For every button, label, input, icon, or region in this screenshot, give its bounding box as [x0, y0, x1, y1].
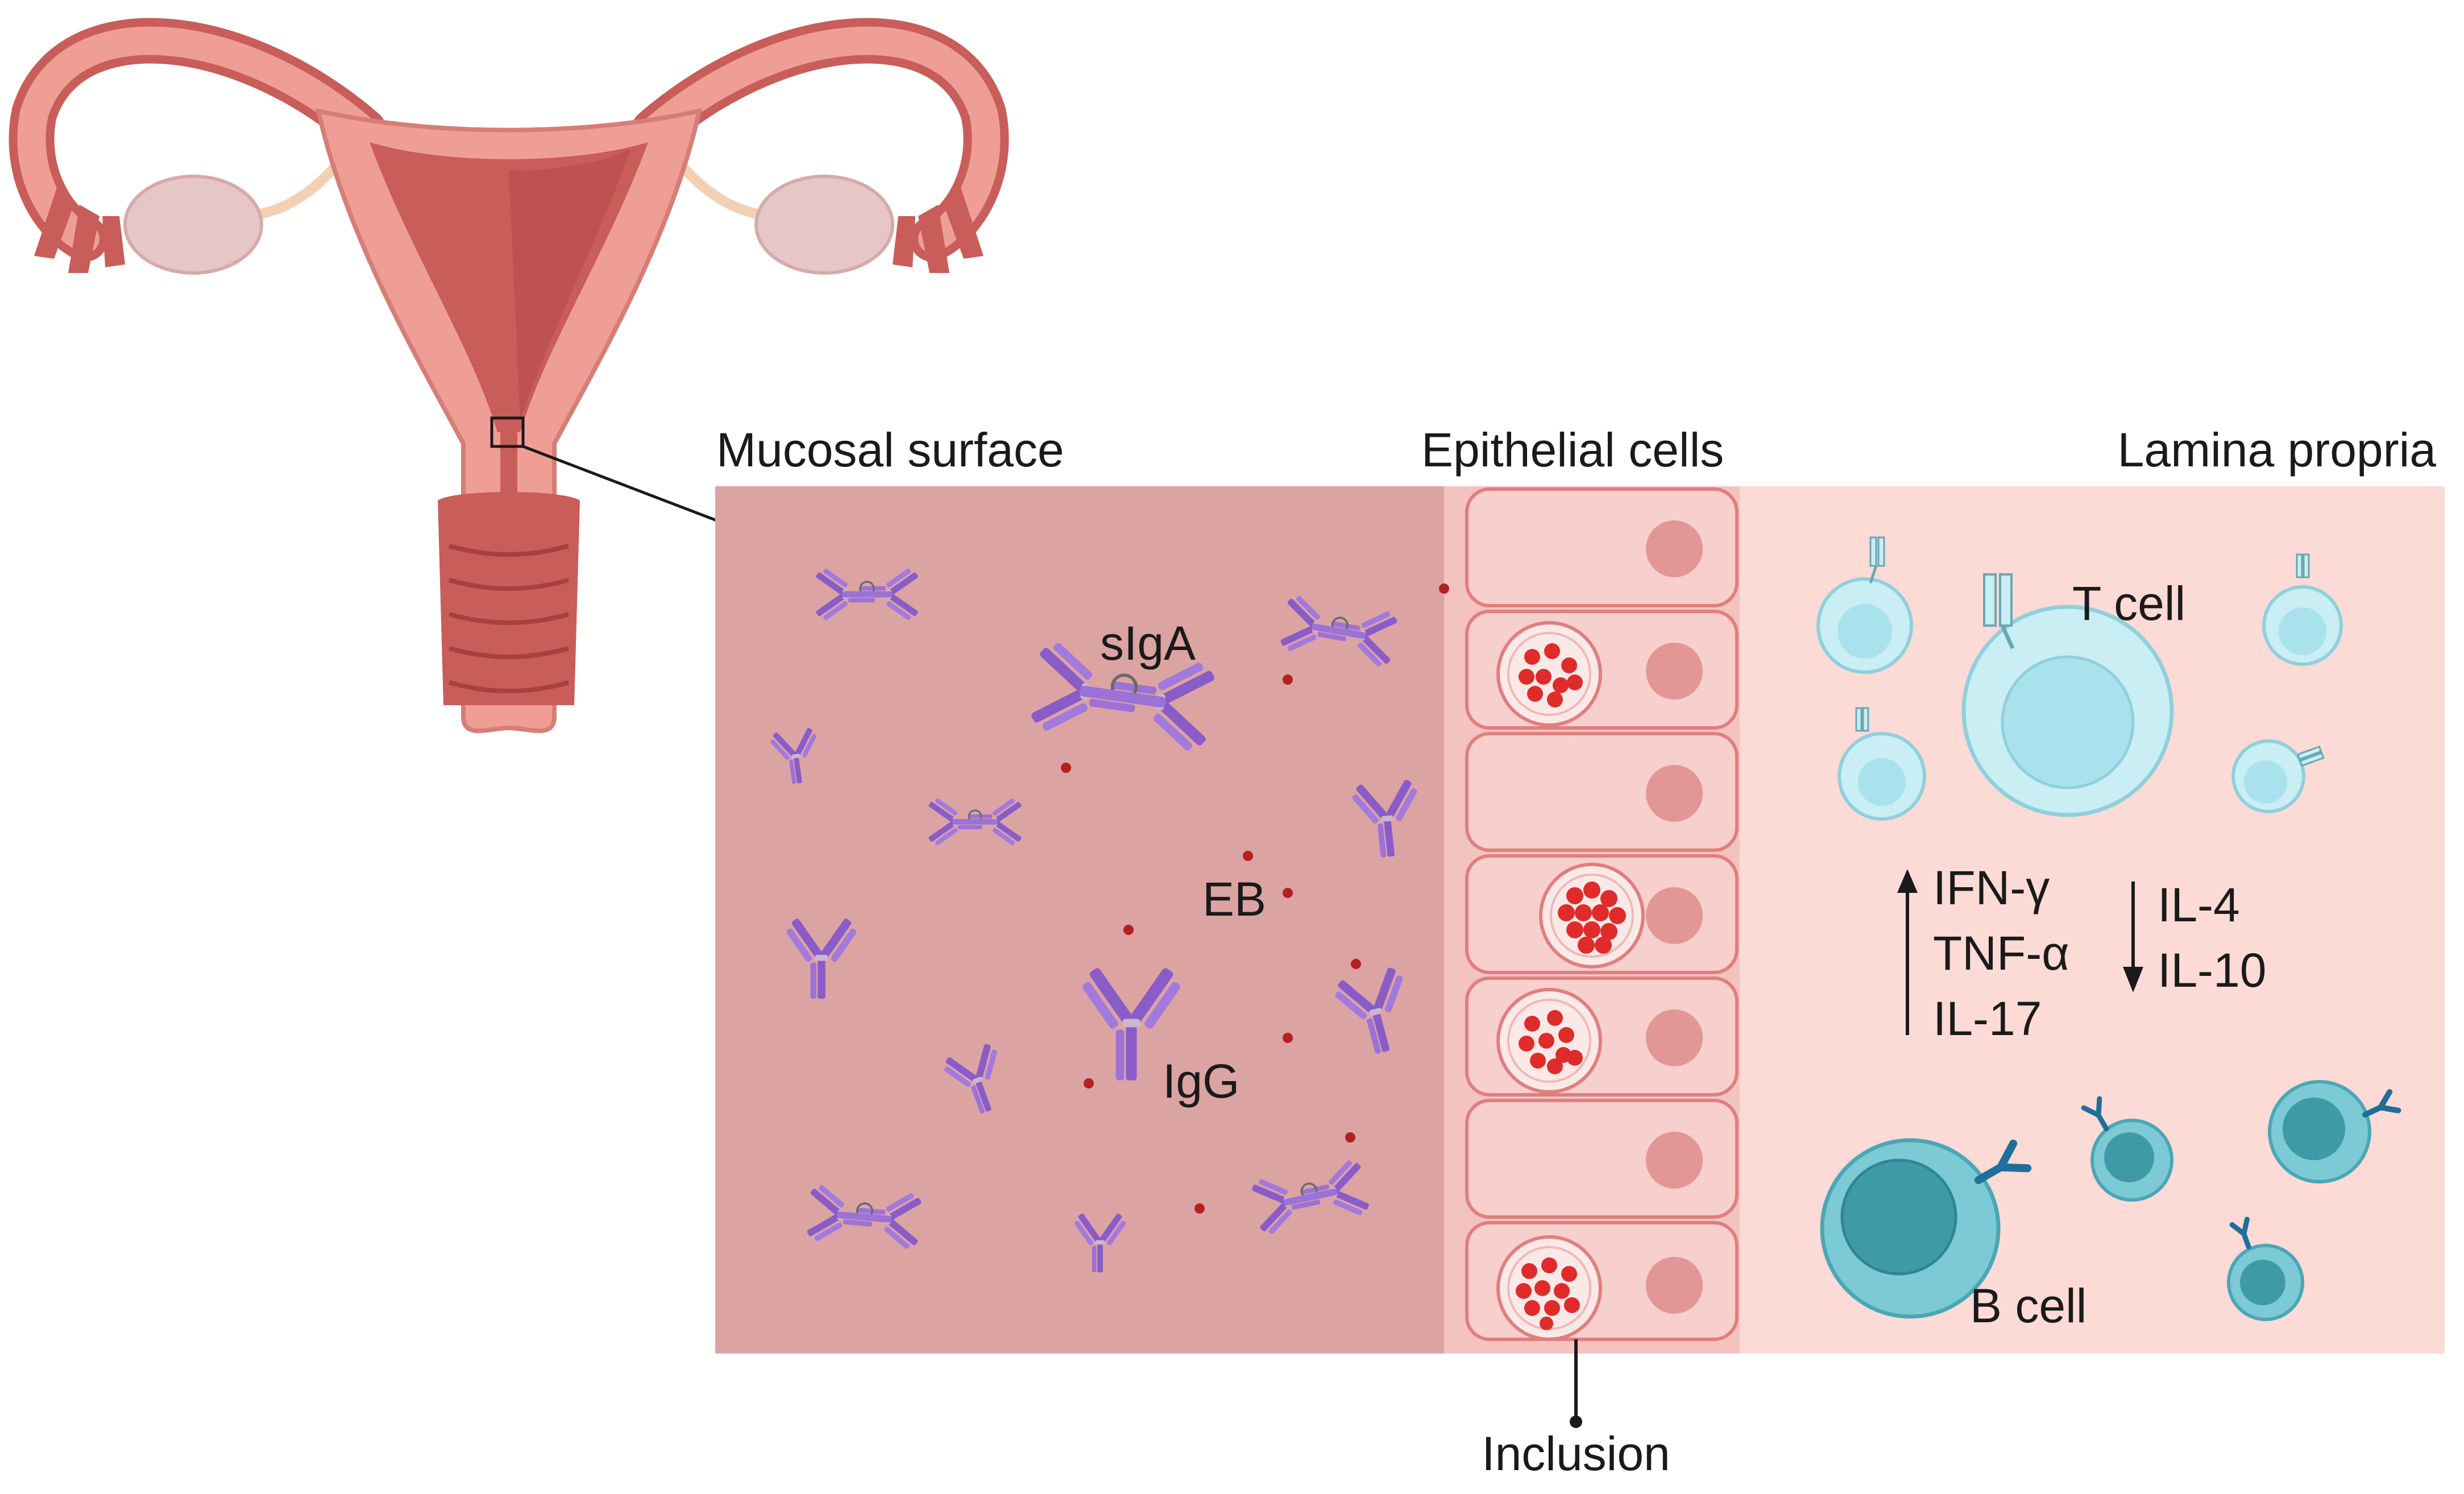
b-cell-large: [1820, 1138, 2032, 1319]
b-cell-label: B cell: [1970, 1279, 2086, 1332]
cell-nucleus: [1646, 1009, 1703, 1066]
b-cell: [2227, 1216, 2304, 1321]
b-cells: [1820, 1080, 2401, 1321]
epithelial-cells-heading: Epithelial cells: [1421, 423, 1724, 477]
cytokine-up-3: IL-17: [1933, 992, 2042, 1045]
epithelial-cell-column: [1465, 487, 1739, 1341]
t-cell: [1837, 707, 1926, 821]
eb-dot: [1283, 888, 1293, 898]
cytokine-down-2: IL-10: [2158, 943, 2266, 997]
cell-nucleus: [1646, 520, 1703, 577]
cell-nucleus: [1646, 643, 1703, 700]
t-cell: [2262, 553, 2343, 666]
eb-dot: [1283, 674, 1293, 685]
cell-nucleus: [1646, 1257, 1703, 1314]
zoom-connector-line: [522, 445, 717, 522]
siga-label: sIgA: [1100, 616, 1196, 670]
t-cell: [2231, 739, 2325, 813]
inclusion-body: [1498, 1237, 1600, 1339]
b-cell: [2268, 1080, 2401, 1183]
eb-dot: [1345, 1132, 1355, 1143]
cytokine-down-arrow: [2123, 881, 2143, 992]
inclusion-body: [1498, 990, 1600, 1092]
eb-label: EB: [1202, 872, 1266, 926]
zoom-box: [490, 416, 525, 448]
lamina-propria-heading: Lamina propria: [2118, 423, 2437, 477]
b-cell: [2081, 1096, 2173, 1202]
mucosal-surface-heading: Mucosal surface: [716, 423, 1064, 477]
t-cell-label: T cell: [2072, 577, 2185, 630]
cytokine-up-2: TNF-α: [1933, 926, 2069, 980]
inclusion-body: [1498, 623, 1600, 725]
cell-nucleus: [1646, 765, 1703, 822]
eb-dot: [1439, 583, 1449, 594]
eb-dot: [1123, 925, 1134, 935]
eb-dot: [1283, 1033, 1293, 1043]
inclusion-body: [1541, 864, 1643, 967]
eb-dot: [1061, 763, 1071, 773]
eb-dot: [1351, 959, 1361, 969]
uterus-illustration: [9, 18, 1009, 733]
inclusion-label: Inclusion: [1482, 1427, 1670, 1480]
inclusion-pointer-dot: [1570, 1416, 1582, 1428]
t-cells: [1816, 536, 2343, 821]
eb-dot: [1084, 1078, 1094, 1089]
cytokine-down-1: IL-4: [2158, 878, 2240, 932]
t-cell-large: [1961, 573, 2174, 817]
cell-nucleus: [1646, 1132, 1703, 1189]
eb-dot: [1243, 851, 1253, 861]
cytokine-up-1: IFN-γ: [1933, 861, 2050, 914]
elementary-bodies: [1061, 583, 1449, 1214]
cytokine-up-arrow: [1897, 869, 1918, 1035]
cell-nucleus: [1646, 887, 1703, 944]
t-cell: [1816, 536, 1913, 674]
igg-label: IgG: [1163, 1054, 1239, 1108]
eb-dot: [1194, 1203, 1205, 1214]
